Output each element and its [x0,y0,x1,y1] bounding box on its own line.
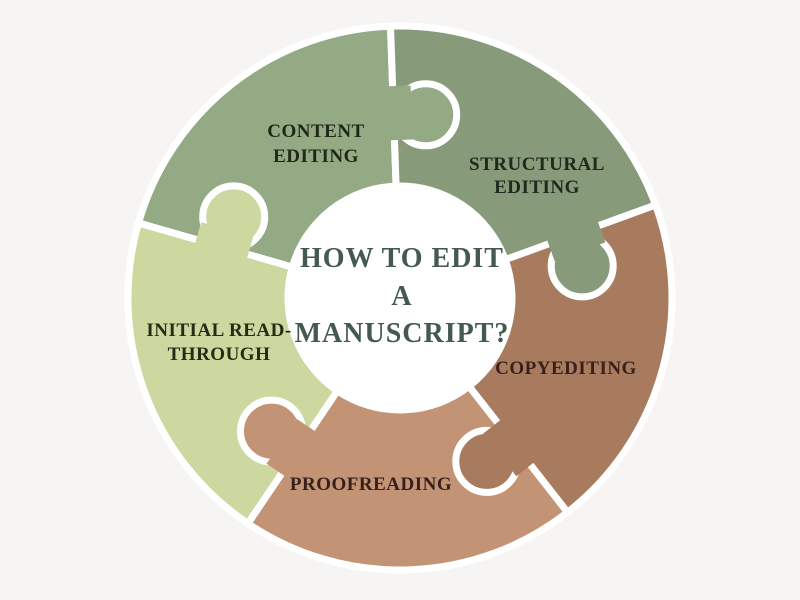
center-title-line1: HOW TO EDIT [300,243,504,274]
neck-initial-read-through [192,222,254,268]
label-structural-editing-line1: STRUCTURAL [469,154,605,175]
label-initial-read-through-line2: THROUGH [168,344,271,365]
center-title-line2: A [391,281,412,312]
label-proofreading: PROOFREADING [290,474,452,495]
center-circle [287,185,513,411]
neck-copyediting [483,413,542,477]
label-content-editing-line2: EDITING [273,146,359,167]
label-initial-read-through-line1: INITIAL READ- [146,320,291,341]
center-title-line3: MANUSCRIPT? [295,318,510,349]
neck-proofreading [266,418,324,482]
neck-content-editing [378,85,413,141]
label-copyediting: COPYEDITING [495,358,637,379]
label-content-editing-line1: CONTENT [267,121,364,142]
label-structural-editing-line2: EDITING [494,177,580,198]
neck-structural-editing [543,212,606,261]
